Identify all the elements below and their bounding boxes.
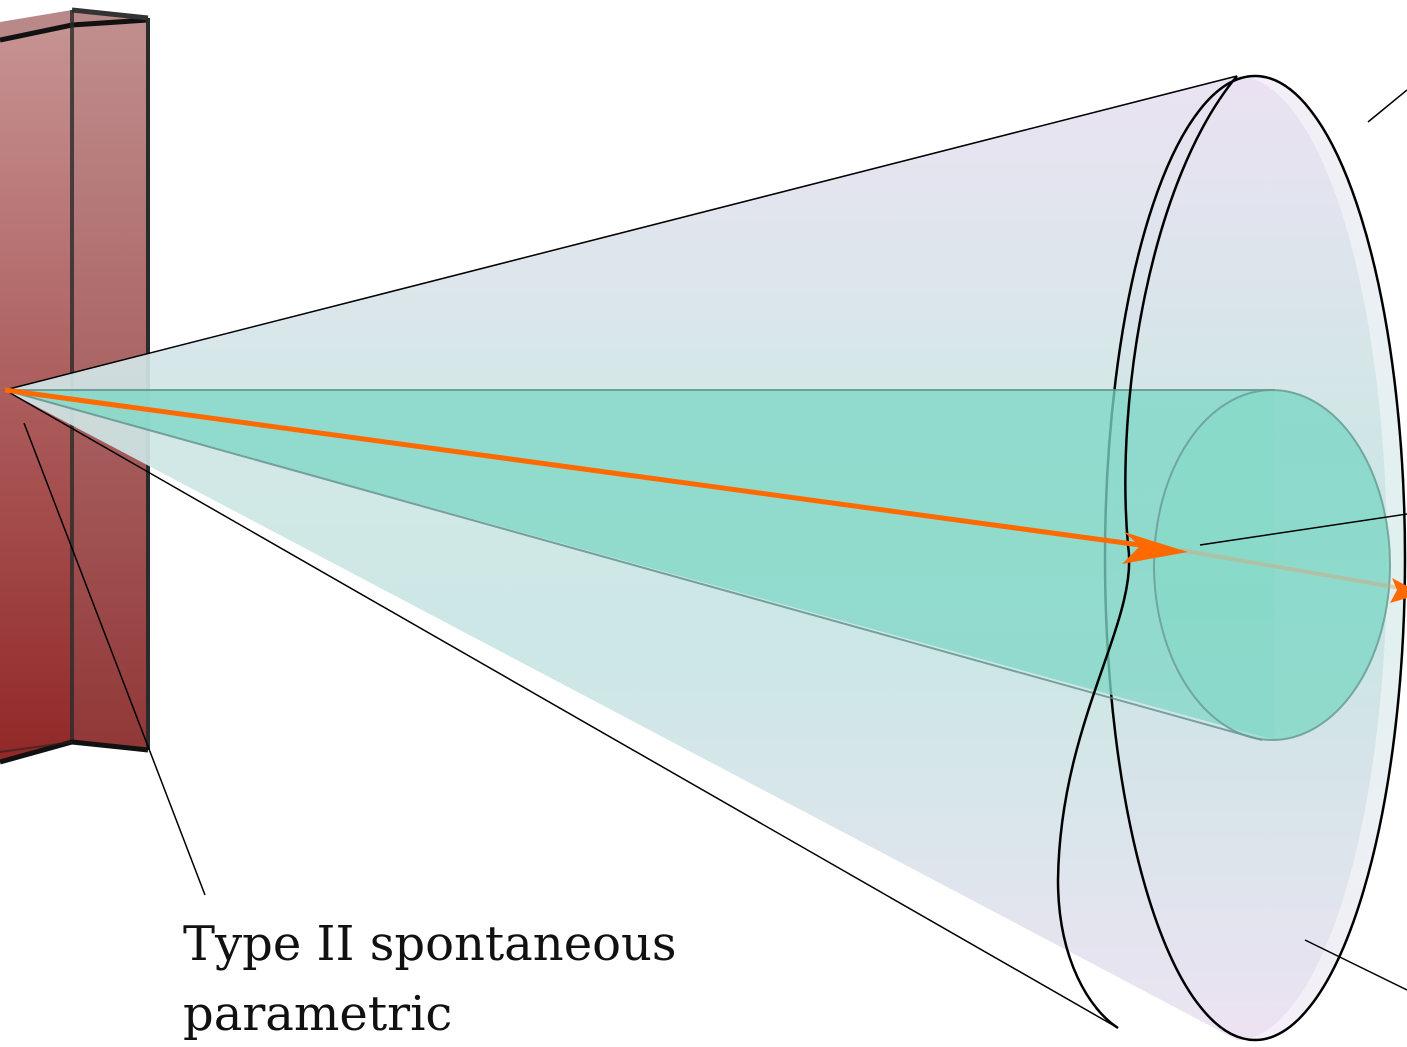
top-right-leader-line	[1367, 89, 1407, 123]
inner-emission-cone	[4, 389, 1391, 741]
inner-cone-bottom-edge	[4, 389, 1263, 741]
inner-cone-end-ellipse	[1154, 390, 1390, 740]
pump-arrow-icon	[4, 387, 1407, 603]
crystal-leader-line	[23, 422, 206, 896]
pump-beam-line	[4, 387, 1141, 548]
pump-arrowhead	[1122, 532, 1188, 564]
bottom-right-leader-line	[1304, 939, 1407, 991]
pump-arrowhead-right-edge	[1390, 578, 1407, 603]
pump-beam-continuation	[1179, 548, 1401, 590]
crystal-top-face	[0, 10, 148, 40]
cone-intersection-curve	[1056, 75, 1238, 1030]
center-leader-line	[1199, 513, 1407, 546]
inner-cone-rim	[1153, 389, 1391, 741]
label-line-1: Type II spontaneous	[183, 916, 677, 972]
crystal-edge-bottom-inner	[0, 741, 73, 753]
outer-cone-bottom-edge	[4, 389, 1119, 1029]
crystal-edge-top-back	[71, 7, 149, 21]
label-line-2: parametric	[183, 986, 452, 1042]
outer-cone-top-edge	[4, 75, 1238, 391]
inner-cone-body	[5, 390, 1390, 740]
